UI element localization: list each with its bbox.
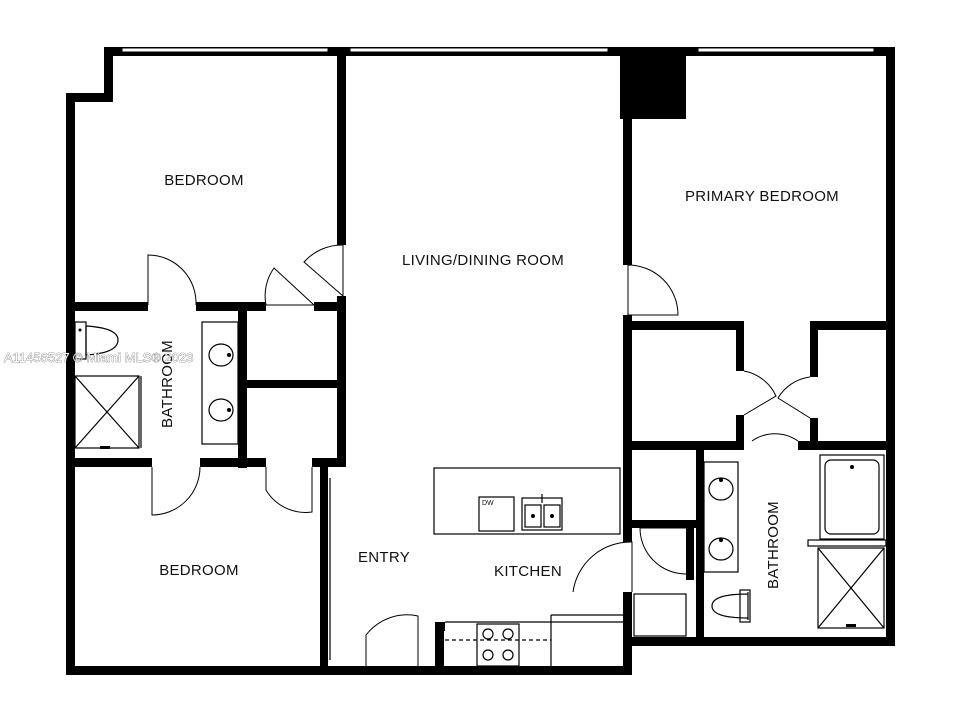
label-living-dining: LIVING/DINING ROOM bbox=[402, 252, 564, 269]
label-primary-bedroom: PRIMARY BEDROOM bbox=[685, 188, 839, 205]
label-bedroom-top: BEDROOM bbox=[164, 172, 244, 189]
label-entry: ENTRY bbox=[358, 549, 410, 566]
left-bath-fixtures bbox=[74, 321, 239, 449]
interior-walls bbox=[66, 47, 895, 666]
label-dishwasher: DW bbox=[482, 500, 494, 507]
kitchen-fixtures bbox=[433, 467, 687, 667]
room-labels: BEDROOM LIVING/DINING ROOM PRIMARY BEDRO… bbox=[159, 172, 839, 589]
label-bathroom-left: BATHROOM bbox=[159, 340, 176, 428]
watermark: A11456527 © Miami MLS® 2023 bbox=[4, 350, 193, 365]
label-bathroom-right: BATHROOM bbox=[765, 501, 782, 589]
windows bbox=[121, 47, 875, 53]
label-bedroom-bottom: BEDROOM bbox=[159, 562, 239, 579]
right-bath-fixtures bbox=[703, 454, 887, 629]
doors bbox=[147, 244, 811, 666]
label-kitchen: KITCHEN bbox=[494, 563, 562, 580]
